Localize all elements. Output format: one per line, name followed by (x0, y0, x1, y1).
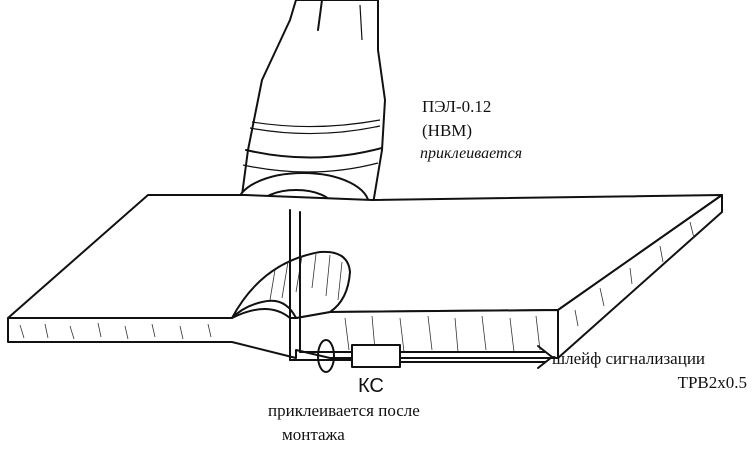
wire-glued-label: приклеивается (420, 145, 522, 162)
ks-note-line1: приклеивается после (268, 401, 420, 420)
plate (7, 194, 723, 359)
ks-connector (317, 339, 553, 373)
wire-note-label: (НВМ) (422, 121, 472, 140)
loop-label-line2: ТРВ2х0.5 (678, 373, 747, 392)
thin-wire (289, 209, 353, 361)
ks-note-line2: монтажа (282, 425, 345, 444)
loop-label-line1: шлейф сигнализации (552, 349, 705, 368)
ks-label: КС (358, 375, 384, 397)
wire-type-label: ПЭЛ-0.12 (422, 97, 491, 116)
